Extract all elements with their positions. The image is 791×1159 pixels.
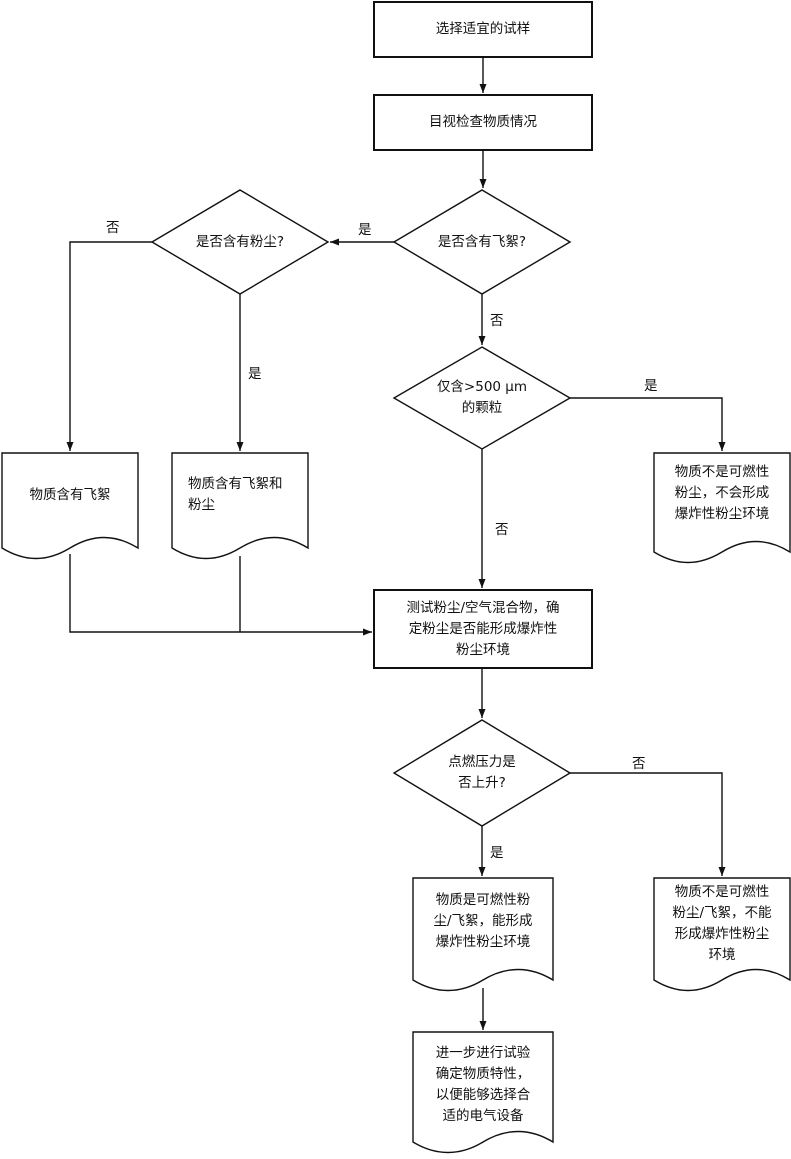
doc-not-combustible-2 bbox=[653, 877, 791, 992]
out-combustible-text: 物质是可燃性粉 尘/飞絮，能形成 爆炸性粉尘环境 bbox=[433, 892, 533, 950]
test-mixture-text: 测试粉尘/空气混合物，确 定粉尘是否能形成爆炸性 粉尘环境 bbox=[406, 600, 560, 658]
q-fibers-text: 是否含有飞絮? bbox=[437, 234, 527, 250]
label-yes-fibers: 是 bbox=[358, 222, 372, 238]
out-fibers-and-dust-text: 物质含有飞絮和 粉尘 bbox=[188, 476, 283, 513]
q-pressure-text: 点燃压力是 否上升? bbox=[448, 754, 516, 791]
label-no-pressure: 否 bbox=[632, 756, 646, 772]
label-no-fibers: 否 bbox=[490, 313, 504, 329]
out-not-combustible-1-text: 物质不是可燃性 粉尘，不会形成 爆炸性粉尘环境 bbox=[674, 464, 770, 522]
visual-check-text: 目视检查物质情况 bbox=[429, 114, 537, 130]
label-no-particles: 否 bbox=[495, 522, 509, 538]
doc-fibers-only bbox=[1, 452, 139, 560]
doc-combustible bbox=[412, 877, 554, 992]
select-sample-text: 选择适宜的试样 bbox=[435, 21, 531, 37]
out-not-combustible-2-text: 物质不是可燃性 粉尘/飞絮，不能 形成爆炸性粉尘 环境 bbox=[672, 884, 772, 963]
label-yes-pressure: 是 bbox=[490, 845, 504, 861]
out-fibers-only-text: 物质含有飞絮 bbox=[29, 487, 111, 503]
label-yes-dust: 是 bbox=[248, 366, 262, 382]
q-particles-text: 仅含>500 μm 的颗粒 bbox=[436, 379, 528, 416]
label-yes-particles: 是 bbox=[644, 378, 658, 394]
doc-not-combustible-1 bbox=[653, 452, 791, 564]
doc-further-test bbox=[412, 1031, 554, 1154]
doc-fibers-and-dust bbox=[171, 452, 309, 560]
further-test-text: 进一步进行试验 确定物质特性， 以便能够选择合 适的电气设备 bbox=[435, 1045, 531, 1124]
label-no-dust: 否 bbox=[106, 220, 120, 236]
box-test-mixture bbox=[373, 589, 593, 669]
q-dust-text: 是否含有粉尘? bbox=[195, 234, 285, 250]
